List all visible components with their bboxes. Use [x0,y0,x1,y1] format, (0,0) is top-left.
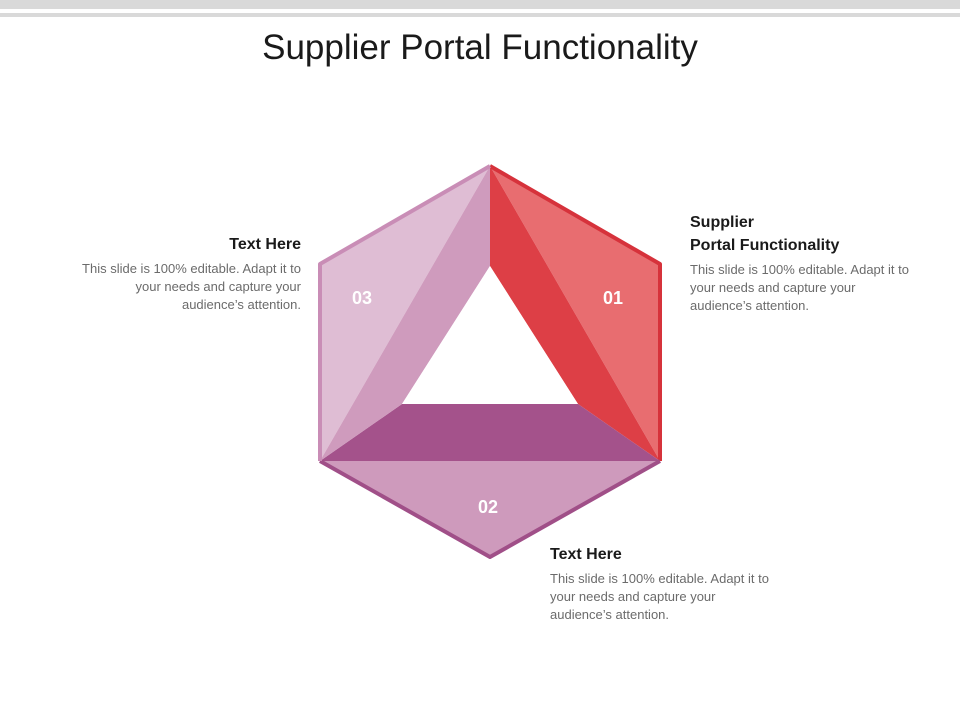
segment-01-inner-face [490,166,660,461]
text-block-01-heading-line1: Supplier [690,214,755,231]
segment-02-inner-face [320,404,660,461]
text-block-01-heading-line2: Portal Functionality [690,237,840,254]
segment-02 [319,404,661,559]
segment-03-number: 03 [352,288,372,308]
text-block-02-heading: Text Here [550,546,622,563]
segment-03-inner-face [320,166,490,461]
segment-01-number: 01 [603,288,623,308]
slide-title: Supplier Portal Functionality [262,28,698,67]
segment-02-edge [319,459,661,559]
text-block-03: Text Here This slide is 100% editable. A… [70,233,301,314]
text-block-01-heading: Supplier Portal Functionality [690,211,920,257]
segment-01-edge [489,164,662,461]
top-decor-bar [0,0,960,9]
text-block-02-body: This slide is 100% editable. Adapt it to… [550,571,769,622]
text-block-01-body: This slide is 100% editable. Adapt it to… [690,262,909,313]
segment-03 [318,164,491,461]
segment-02-outer-face [320,461,660,557]
top-decor-bar-thin [0,13,960,17]
text-block-03-body: This slide is 100% editable. Adapt it to… [82,261,301,312]
segment-03-edge [318,164,491,461]
text-block-03-heading: Text Here [229,236,301,253]
segment-01 [489,164,662,461]
text-block-01: Supplier Portal Functionality This slide… [690,211,920,315]
text-block-02: Text Here This slide is 100% editable. A… [550,543,780,624]
center-triangle [402,266,578,404]
segment-02-number: 02 [478,497,498,517]
